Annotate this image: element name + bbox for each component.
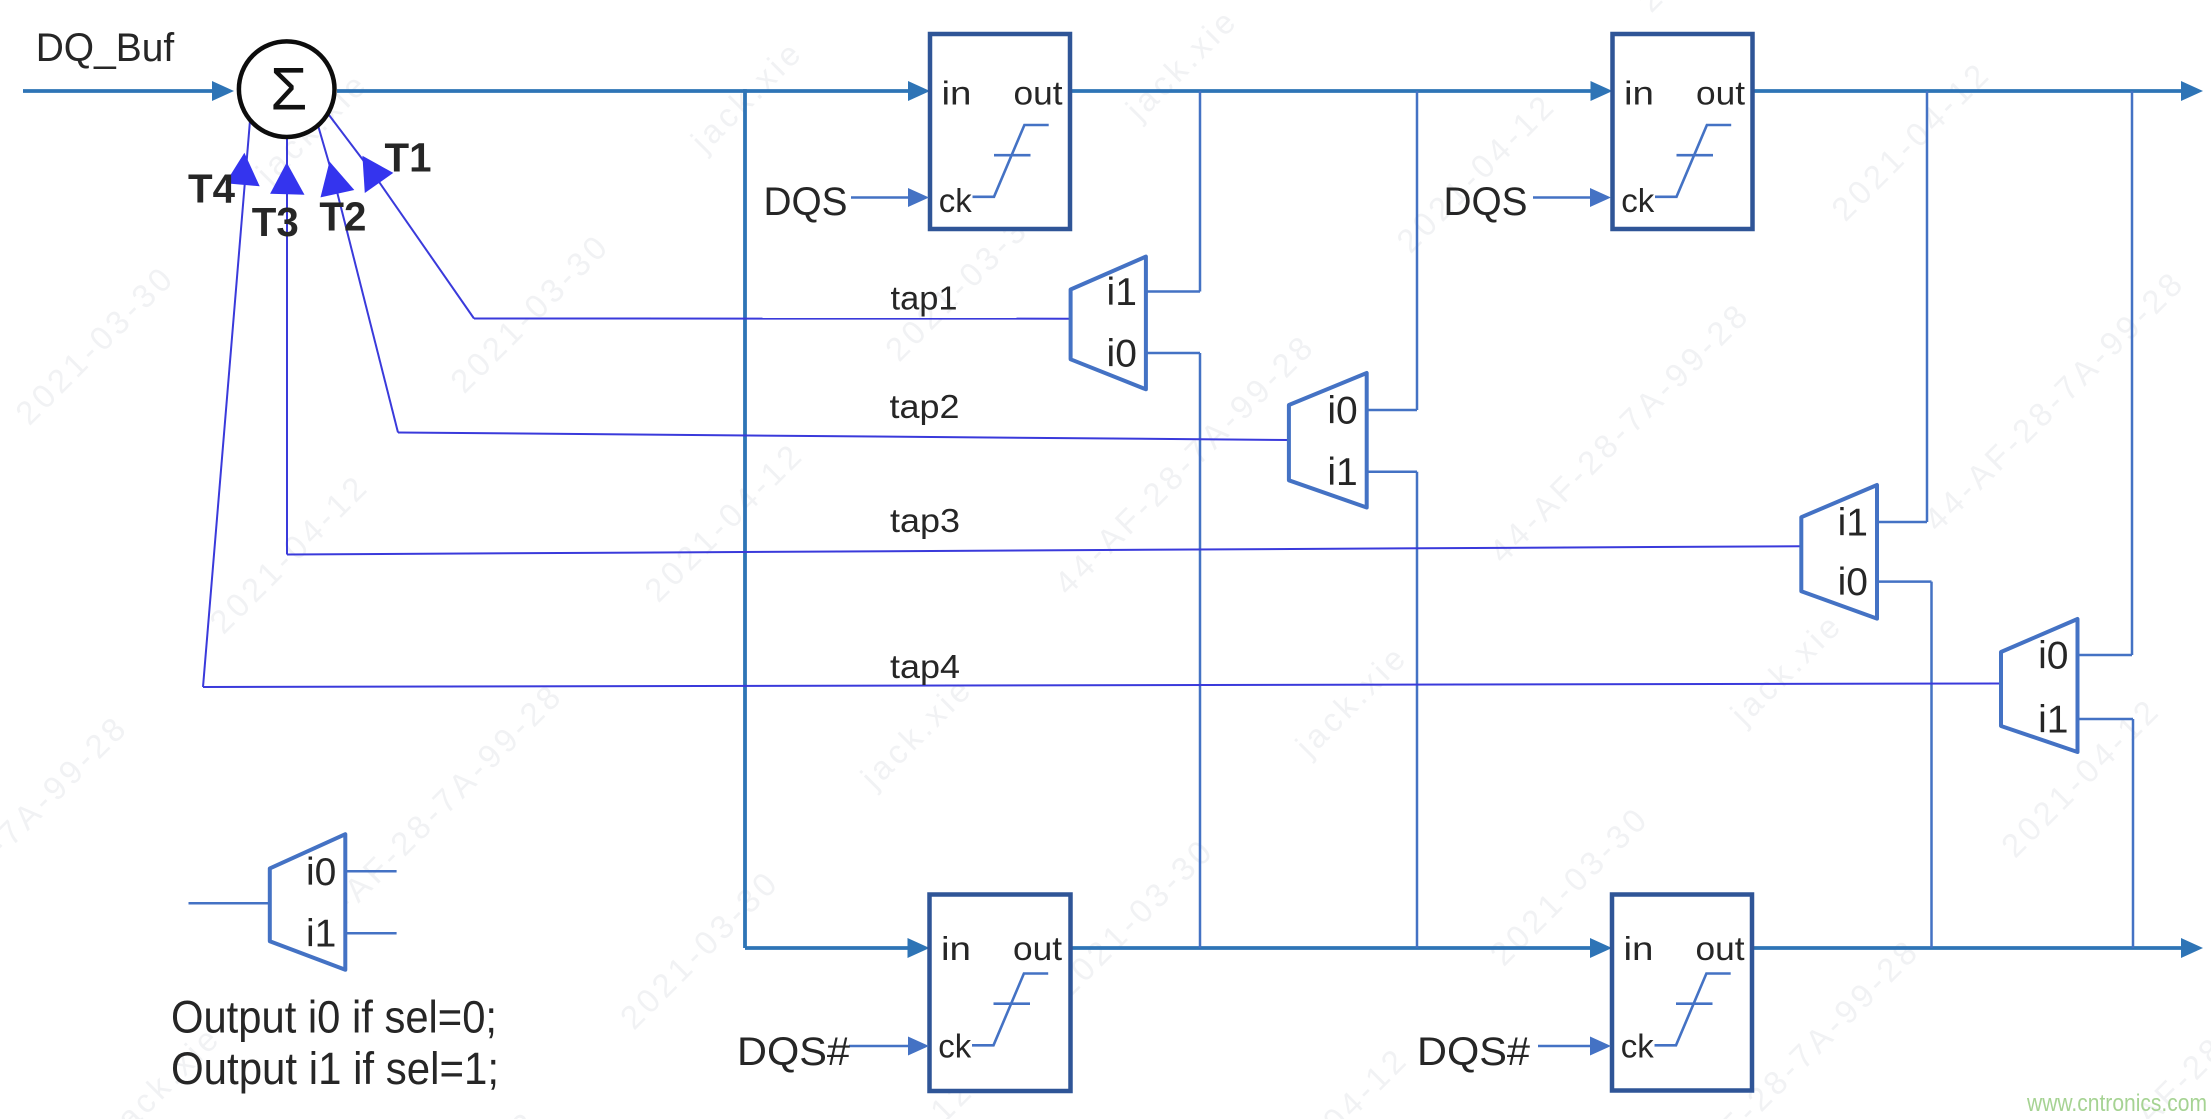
- svg-text:tap1: tap1: [891, 280, 958, 317]
- svg-text:DQS: DQS: [764, 180, 848, 224]
- svg-text:ck: ck: [938, 1028, 972, 1065]
- svg-text:i1: i1: [306, 913, 336, 956]
- svg-text:i0: i0: [1107, 333, 1137, 376]
- svg-text:out: out: [1014, 75, 1063, 112]
- svg-text:in: in: [1624, 75, 1654, 112]
- svg-text:Σ: Σ: [270, 56, 307, 123]
- svg-text:out: out: [1696, 75, 1745, 112]
- svg-text:i1: i1: [2038, 699, 2068, 742]
- svg-text:tap4: tap4: [890, 648, 960, 685]
- svg-text:in: in: [1624, 930, 1654, 967]
- svg-text:tap2: tap2: [890, 388, 960, 425]
- svg-text:i1: i1: [1838, 502, 1868, 545]
- svg-text:T4: T4: [188, 165, 235, 211]
- svg-text:DQ_Buf: DQ_Buf: [36, 26, 175, 70]
- svg-text:DQS: DQS: [1444, 180, 1528, 224]
- svg-text:T1: T1: [385, 135, 432, 181]
- svg-text:i0: i0: [2038, 635, 2068, 678]
- svg-text:in: in: [942, 75, 972, 112]
- svg-text:i0: i0: [1838, 561, 1868, 604]
- svg-text:out: out: [1696, 930, 1745, 967]
- svg-text:www.cntronics.com: www.cntronics.com: [2026, 1090, 2207, 1117]
- svg-text:Output i0 if sel=0;: Output i0 if sel=0;: [171, 992, 497, 1043]
- svg-text:in: in: [941, 930, 971, 967]
- svg-text:ck: ck: [939, 182, 973, 219]
- svg-text:i0: i0: [306, 851, 336, 894]
- svg-text:i0: i0: [1327, 390, 1357, 433]
- svg-text:DQS#: DQS#: [737, 1030, 851, 1074]
- svg-text:i1: i1: [1327, 451, 1357, 494]
- svg-text:ck: ck: [1621, 182, 1655, 219]
- svg-text:out: out: [1013, 930, 1062, 967]
- svg-text:i1: i1: [1107, 271, 1137, 314]
- svg-text:DQS#: DQS#: [1417, 1030, 1531, 1074]
- svg-text:T3: T3: [252, 199, 299, 245]
- svg-text:tap3: tap3: [890, 502, 960, 539]
- svg-text:ck: ck: [1621, 1028, 1655, 1065]
- svg-text:T2: T2: [319, 194, 366, 240]
- svg-text:Output i1 if sel=1;: Output i1 if sel=1;: [171, 1043, 499, 1094]
